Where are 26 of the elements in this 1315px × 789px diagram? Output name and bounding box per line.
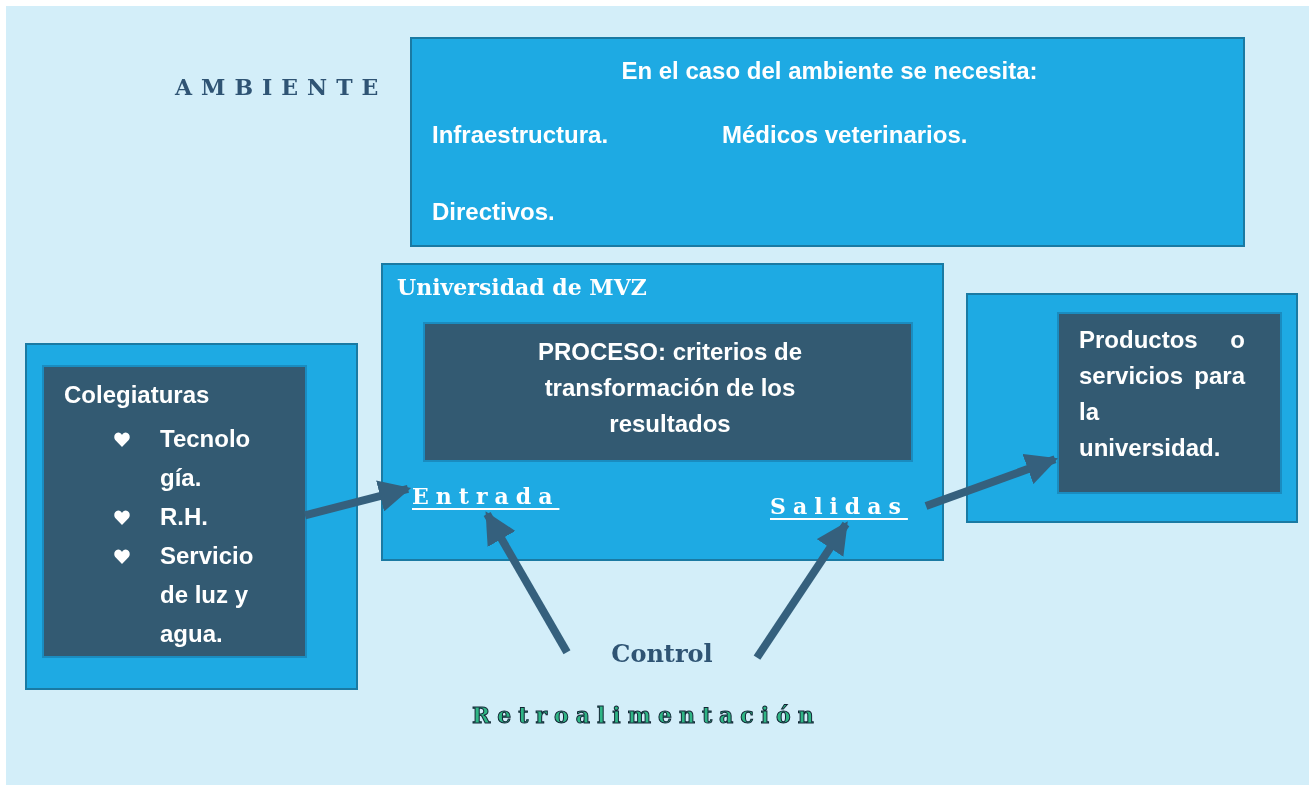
process-box [410,37,1245,247]
list-item: Tecnología. [160,424,252,493]
box-text: Infraestructura. [432,120,609,150]
panel [966,293,1298,523]
box-text: Control [610,638,714,670]
process-box [423,322,913,462]
box-text: Directivos. [432,197,555,227]
list-heading: Colegiaturas [64,380,210,410]
footer-text: Retroalimentación [472,702,821,728]
process-box [1057,312,1282,494]
list-item: Servicio de luz y agua. [160,541,255,649]
box-text: PROCESO: criterios de transformación de los resultados [536,337,804,439]
side-heading: AMBIENTE [175,74,388,100]
arrow [483,511,571,655]
panel [25,343,358,690]
box-text: Universidad de MVZ [397,273,647,302]
box-text: Productos o servicios para la universidad. [1079,325,1245,463]
list-item: R.H. [160,502,209,532]
process-box [42,365,307,658]
panel [381,263,944,561]
link-text: Entrada [412,482,560,511]
box-text: Médicos veterinarios. [722,120,968,150]
box-text: En el caso del ambiente se necesita: [620,56,1039,86]
arrow [753,521,850,660]
arrow [304,480,412,520]
link-text: Salidas [770,492,908,521]
